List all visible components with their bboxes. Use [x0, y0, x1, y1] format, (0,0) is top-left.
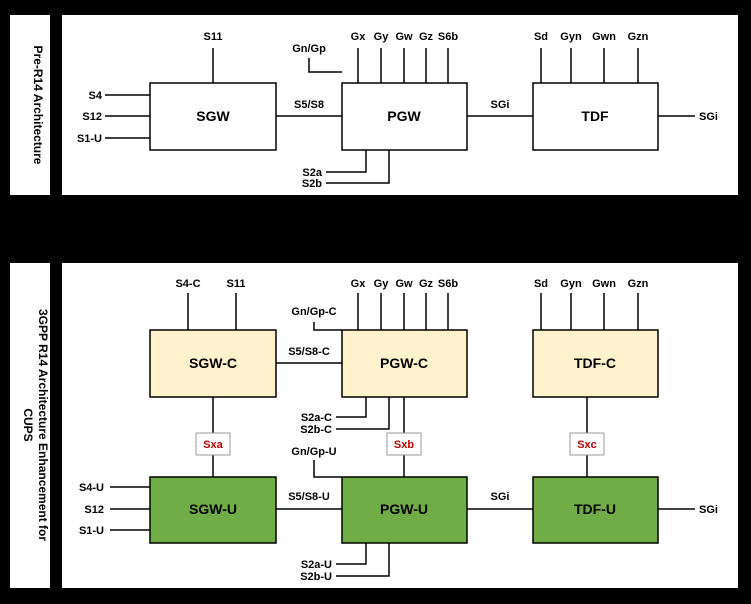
- pre-r14-title-panel: [10, 15, 50, 195]
- pgw-gw-label: Gw: [395, 31, 413, 43]
- tdf-u-label: TDF-U: [574, 501, 616, 517]
- sgw-u-s4u-label: S4-U: [79, 482, 104, 494]
- pgw-u-label: PGW-U: [380, 501, 428, 517]
- pgw-c-gy-label: Gy: [374, 278, 390, 290]
- tdf-label: TDF: [581, 108, 609, 124]
- tdf-gwn-label: Gwn: [592, 31, 616, 43]
- pgw-u-box: [341, 476, 468, 544]
- tdf-gyn-label: Gyn: [560, 31, 582, 43]
- gngp-u-label: Gn/Gp-U: [291, 446, 336, 458]
- pgw-c-s2ac-label: S2a-C: [301, 412, 332, 424]
- sgw-c-s11-label: S11: [227, 278, 246, 290]
- s5s8-c-label: S5/S8-C: [288, 346, 330, 358]
- pgw-c-s2bc-label: S2b-C: [300, 424, 332, 436]
- tdf-c-label: TDF-C: [574, 355, 616, 371]
- tdf-c-box: [532, 329, 659, 398]
- pgw-gy-label: Gy: [374, 31, 390, 43]
- pgw-c-gx-label: Gx: [351, 278, 367, 290]
- sxc-label: Sxc: [577, 439, 597, 451]
- s5s8-label: S5/S8: [294, 99, 324, 111]
- gngp-c-label: Gn/Gp-C: [291, 306, 336, 318]
- pgw-c-box: [341, 329, 468, 398]
- tdf-c-sd-label: Sd: [534, 278, 548, 290]
- pre-r14-title: Pre-R14 Architecture: [31, 46, 45, 165]
- sgw-s4-label: S4: [89, 90, 103, 102]
- pgw-s6b-label: S6b: [438, 31, 458, 43]
- pgw-gz-label: Gz: [419, 31, 434, 43]
- tdf-gzn-label: Gzn: [628, 31, 649, 43]
- sgw-s11-label: S11: [204, 31, 223, 43]
- sxb-box: [386, 432, 422, 456]
- sxa-box: [195, 432, 231, 456]
- sgw-u-s12-label: S12: [84, 504, 104, 516]
- s5s8-u-label: S5/S8-U: [288, 491, 330, 503]
- pgw-gx-label: Gx: [351, 31, 367, 43]
- sgw-label: SGW: [196, 108, 230, 124]
- pgwu-tdfu-sgi-label: SGi: [491, 491, 510, 503]
- tdf-c-gwn-label: Gwn: [592, 278, 616, 290]
- pre-r14-links: [105, 48, 695, 184]
- tdf-c-gyn-label: Gyn: [560, 278, 582, 290]
- tdf-u-box: [532, 476, 659, 544]
- sxa-label: Sxa: [203, 439, 223, 451]
- sgw-s12-label: S12: [82, 111, 102, 123]
- pgw-u-s2bu-label: S2b-U: [300, 571, 332, 583]
- sxc-box: [569, 432, 605, 456]
- pgw-c-s6b-label: S6b: [438, 278, 458, 290]
- sgw-c-s4c-label: S4-C: [175, 278, 200, 290]
- pgw-tdf-sgi-label: SGi: [491, 99, 510, 111]
- pgw-c-label: PGW-C: [380, 355, 428, 371]
- sgw-box: [149, 82, 277, 151]
- pgw-c-gw-label: Gw: [395, 278, 413, 290]
- tdf-box: [532, 82, 659, 151]
- pgw-box: [341, 82, 468, 151]
- sgw-u-label: SGW-U: [189, 501, 237, 517]
- pgw-c-gz-label: Gz: [419, 278, 434, 290]
- sgw-u-box: [149, 476, 277, 544]
- sgw-s1u-label: S1-U: [77, 133, 102, 145]
- tdf-sd-label: Sd: [534, 31, 548, 43]
- sgw-c-box: [149, 329, 277, 398]
- pgw-s2a-label: S2a: [302, 167, 322, 179]
- cups-title-panel: [10, 263, 50, 588]
- pgw-u-s2au-label: S2a-U: [301, 559, 332, 571]
- pgw-s2b-label: S2b: [302, 178, 322, 190]
- cups-title-line1: 3GPP R14 Architecture Enhancement for: [36, 309, 50, 541]
- gngp-label: Gn/Gp: [292, 43, 326, 55]
- sxb-label: Sxb: [394, 439, 414, 451]
- cups-title-line2: CUPS: [21, 408, 35, 441]
- tdf-c-gzn-label: Gzn: [628, 278, 649, 290]
- pgw-label: PGW: [387, 108, 421, 124]
- sgw-u-s1u-label: S1-U: [79, 525, 104, 537]
- tdf-u-sgi-label: SGi: [699, 504, 718, 516]
- sgw-c-label: SGW-C: [189, 355, 237, 371]
- tdf-sgi-label: SGi: [699, 111, 718, 123]
